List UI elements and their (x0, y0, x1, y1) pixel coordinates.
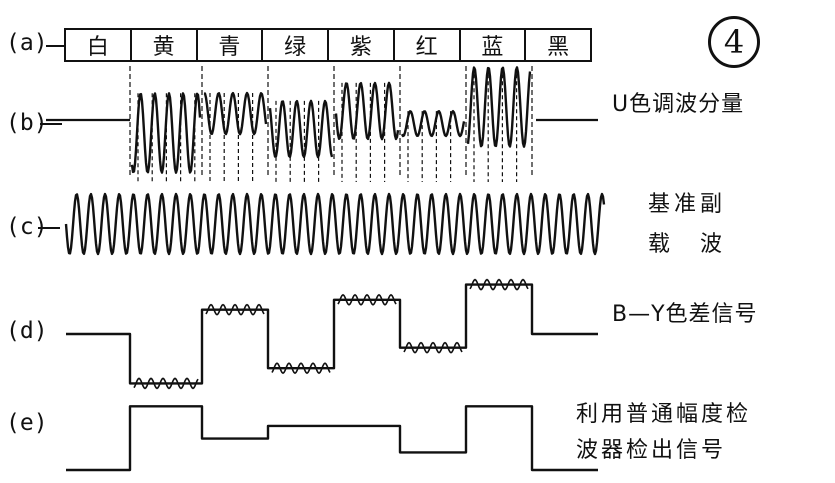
row-label-e: (e) (6, 410, 48, 436)
label-by-signal: B—Y色差信号 (612, 302, 758, 327)
color-bar-cell: 紫 (329, 30, 395, 60)
u-component-burst (334, 81, 400, 141)
label-detected-2: 波器检出信号 (576, 438, 727, 463)
color-bar-cell: 红 (395, 30, 461, 60)
u-component-burst (268, 99, 334, 159)
color-bar: 白 黄 青 绿 紫 红 蓝 黑 (64, 28, 592, 62)
u-component-burst (400, 110, 466, 138)
by-ripple (469, 278, 529, 291)
label-subcarrier-2: 载 波 (648, 232, 727, 257)
label-subcarrier-1: 基准副 (648, 192, 727, 217)
label-u-component: U色调波分量 (612, 92, 745, 117)
color-bar-cell: 白 (66, 30, 132, 60)
by-difference-signal (66, 283, 598, 385)
figure-number-badge: 4 (708, 16, 760, 68)
color-bar-cell: 黄 (132, 30, 198, 60)
by-ripple (133, 377, 199, 390)
reference-subcarrier-wave (64, 192, 606, 256)
detected-signal (66, 405, 598, 472)
color-bar-cell: 蓝 (461, 30, 527, 60)
by-ripple (205, 303, 265, 316)
u-component-burst (130, 92, 202, 174)
label-detected-1: 利用普通幅度检 (576, 402, 752, 427)
by-ripple (271, 362, 331, 375)
color-bar-cell: 绿 (263, 30, 329, 60)
by-ripple (403, 341, 463, 354)
color-bar-cell: 黑 (547, 35, 570, 60)
row-label-a: (a) (6, 30, 48, 56)
row-label-d: (d) (6, 318, 48, 344)
u-component-burst (466, 66, 532, 148)
by-ripple (337, 293, 397, 306)
color-bar-cell: 青 (198, 30, 264, 60)
u-component-burst (203, 91, 268, 136)
